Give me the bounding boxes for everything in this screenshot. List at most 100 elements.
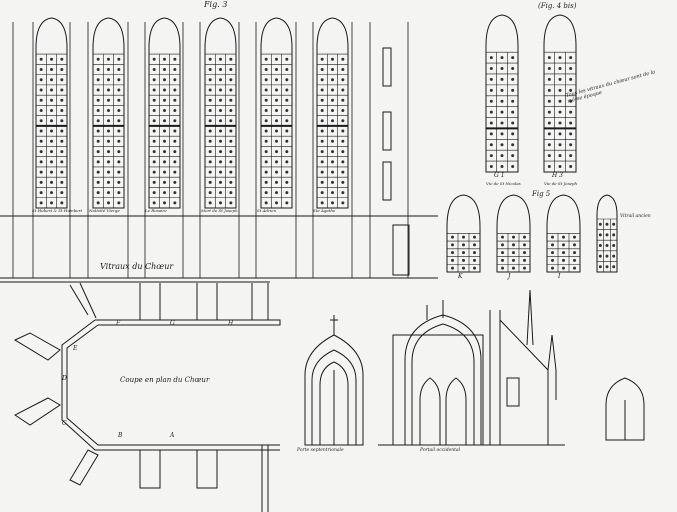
stained-glass-figure bbox=[163, 139, 166, 143]
stained-glass-figure bbox=[264, 129, 268, 133]
stained-glass-figure bbox=[598, 244, 602, 247]
stained-glass-figure bbox=[117, 57, 121, 61]
stained-glass-figure bbox=[501, 235, 504, 239]
stained-glass-figure bbox=[50, 129, 53, 133]
stained-glass-figure bbox=[152, 109, 156, 113]
stained-glass-figure bbox=[107, 139, 110, 143]
stained-glass-figure bbox=[229, 201, 233, 205]
choir-elevation bbox=[0, 17, 438, 279]
stained-glass-figure bbox=[331, 180, 334, 184]
stained-glass-figure bbox=[569, 143, 573, 147]
stained-glass-figure bbox=[50, 191, 53, 195]
stained-glass-figure bbox=[219, 129, 222, 133]
stained-glass-figure bbox=[163, 98, 166, 102]
stained-glass-figure bbox=[208, 129, 212, 133]
stained-glass-figure bbox=[573, 251, 576, 255]
window-caption: St Hubert & St Humbert bbox=[32, 208, 83, 213]
wall-opening bbox=[382, 111, 392, 151]
stained-glass-figure bbox=[275, 119, 278, 123]
window-outline bbox=[260, 17, 293, 209]
stained-glass-figure bbox=[96, 88, 100, 92]
stained-glass-figure bbox=[320, 191, 324, 195]
stained-glass-figure bbox=[511, 165, 515, 169]
stained-glass-figure bbox=[473, 251, 476, 255]
stained-glass-figure bbox=[163, 67, 166, 71]
stained-glass-figure bbox=[229, 191, 233, 195]
stained-glass-figure bbox=[208, 201, 212, 205]
stained-glass-figure bbox=[331, 129, 334, 133]
stained-glass-figure bbox=[473, 243, 476, 247]
stained-glass-figure bbox=[558, 56, 562, 60]
stained-glass-figure bbox=[341, 57, 345, 61]
stained-glass-figure bbox=[285, 88, 289, 92]
stained-glass-figure bbox=[173, 180, 177, 184]
stained-glass-figure bbox=[500, 88, 504, 92]
stained-glass-figure bbox=[173, 98, 177, 102]
stained-glass-figure bbox=[275, 180, 278, 184]
stained-glass-figure bbox=[612, 222, 616, 226]
stained-glass-figure bbox=[569, 154, 573, 158]
stained-glass-figure bbox=[219, 180, 222, 184]
stained-glass-figure bbox=[163, 201, 166, 205]
stained-glass-figure bbox=[341, 129, 345, 133]
stained-glass-figure bbox=[547, 99, 551, 103]
stained-glass-figure bbox=[489, 110, 493, 114]
stained-glass-figure bbox=[152, 191, 156, 195]
stained-glass-figure bbox=[173, 67, 177, 71]
stained-glass-figure bbox=[320, 109, 324, 113]
stained-glass-figure bbox=[598, 265, 602, 269]
stained-glass-figure bbox=[489, 67, 493, 71]
stained-glass-figure bbox=[107, 180, 110, 184]
stained-glass-figure bbox=[96, 150, 100, 154]
stained-glass-figure bbox=[208, 180, 212, 184]
stained-glass-figure bbox=[229, 180, 233, 184]
window-outline bbox=[204, 17, 237, 209]
stained-glass-figure bbox=[569, 67, 573, 71]
stained-glass-figure bbox=[462, 243, 465, 247]
stained-glass-figure bbox=[451, 235, 454, 239]
stained-glass-figure bbox=[208, 57, 212, 61]
stained-glass-figure bbox=[285, 129, 289, 133]
stained-glass-figure bbox=[285, 139, 289, 143]
stained-glass-figure bbox=[229, 98, 233, 102]
stained-glass-figure bbox=[489, 99, 493, 103]
stained-glass-figure bbox=[512, 243, 515, 247]
stained-glass-figure bbox=[573, 235, 576, 239]
west-portal-elevation bbox=[378, 289, 565, 446]
door bbox=[392, 224, 410, 276]
window-caption: Ste Agathe bbox=[313, 208, 336, 213]
stained-glass-figure bbox=[500, 143, 504, 147]
stained-glass-figure bbox=[173, 170, 177, 174]
window-letter: H 3 bbox=[552, 172, 563, 179]
stained-glass-figure bbox=[523, 251, 526, 255]
window-letter: G 1 bbox=[494, 172, 505, 179]
stained-glass-figure bbox=[500, 165, 504, 169]
stained-glass-figure bbox=[500, 154, 504, 158]
stained-glass-figure bbox=[489, 165, 493, 169]
stained-glass-figure bbox=[547, 121, 551, 125]
plan-letter-D: D bbox=[62, 375, 67, 382]
stained-glass-figure bbox=[152, 98, 156, 102]
stained-glass-figure bbox=[551, 243, 554, 247]
stained-glass-figure bbox=[331, 119, 334, 123]
stained-glass-figure bbox=[50, 57, 53, 61]
stained-glass-figure bbox=[547, 165, 551, 169]
stained-glass-figure bbox=[163, 191, 166, 195]
plan-letter-H: H bbox=[228, 320, 234, 327]
stained-glass-figure bbox=[562, 251, 565, 255]
stained-glass-figure bbox=[117, 67, 121, 71]
stained-glass-figure bbox=[551, 266, 554, 270]
stained-glass-figure bbox=[60, 109, 64, 113]
stained-glass-figure bbox=[229, 67, 233, 71]
stained-glass-figure bbox=[285, 180, 289, 184]
stained-glass-figure bbox=[50, 201, 53, 205]
stained-glass-figure bbox=[229, 139, 233, 143]
stained-glass-figure bbox=[50, 139, 53, 143]
window-outline bbox=[496, 194, 531, 273]
stained-glass-figure bbox=[219, 109, 222, 113]
stained-glass-figure bbox=[107, 67, 110, 71]
stained-glass-figure bbox=[562, 235, 565, 239]
stained-glass-figure bbox=[208, 160, 212, 164]
stained-glass-figure bbox=[462, 266, 465, 270]
stained-glass-figure bbox=[117, 201, 121, 205]
